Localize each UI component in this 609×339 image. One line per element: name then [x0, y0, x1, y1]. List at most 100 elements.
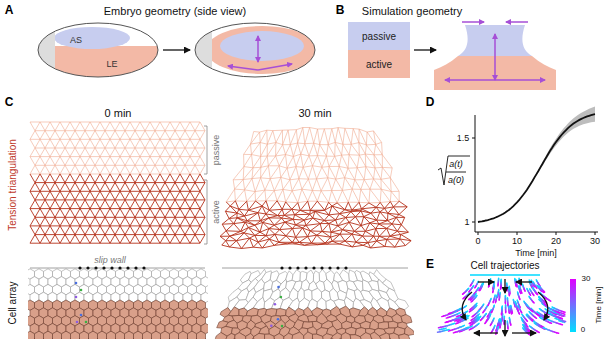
mesh-edge	[85, 191, 90, 200]
mesh-edge	[115, 217, 120, 226]
mesh-edge	[115, 217, 125, 218]
trajectory	[507, 321, 509, 323]
mesh-edge	[50, 200, 55, 209]
trajectory	[511, 312, 513, 314]
mesh-edge	[75, 199, 85, 200]
mesh-edge	[247, 201, 256, 202]
mesh-edge	[130, 208, 140, 209]
mesh-edge	[55, 235, 60, 244]
mesh-edge	[298, 189, 302, 203]
mesh-edge	[55, 148, 65, 149]
mesh-edge	[185, 165, 190, 174]
mesh-edge	[369, 202, 380, 203]
mesh-edge	[337, 190, 342, 203]
mesh-edge	[95, 174, 100, 183]
wall-dot	[336, 266, 339, 269]
mesh-edge	[120, 191, 130, 192]
mesh-edge	[195, 183, 200, 192]
mesh-edge	[95, 199, 105, 200]
slip-wall	[30, 268, 205, 269]
mesh-edge	[255, 192, 256, 201]
mesh-edge	[105, 199, 115, 200]
mesh-edge	[105, 122, 110, 131]
mesh-edge	[95, 182, 105, 183]
mesh-edge	[75, 174, 80, 183]
mesh-edge	[150, 174, 155, 183]
mesh-edge	[155, 226, 160, 235]
wall-dot	[102, 266, 105, 269]
mesh-edge	[296, 154, 301, 167]
mesh-edge	[286, 155, 294, 157]
mesh-edge	[35, 130, 45, 131]
mesh-edge	[374, 236, 377, 241]
mesh-edge	[45, 191, 50, 200]
mesh-edge	[322, 224, 329, 232]
mesh-edge	[343, 144, 349, 154]
mesh-edge	[195, 148, 205, 149]
mesh-edge	[60, 191, 70, 192]
mesh-edge	[160, 165, 165, 174]
mesh-edge	[326, 156, 329, 166]
mesh-edge	[150, 225, 160, 226]
mesh-edge	[165, 200, 170, 209]
mesh-edge	[388, 221, 393, 224]
mesh-edge	[252, 155, 261, 157]
mesh-edge	[95, 234, 105, 235]
mesh-edge	[115, 131, 120, 140]
mesh-edge	[65, 148, 70, 157]
mesh-edge	[190, 217, 195, 226]
mesh-edge	[165, 157, 170, 166]
mesh-edge	[395, 246, 406, 248]
mesh-edge	[160, 191, 170, 192]
mesh-edge	[160, 209, 165, 218]
mesh-edge	[195, 182, 205, 183]
mesh-edge	[363, 236, 369, 243]
mesh-edge	[329, 224, 338, 226]
mesh-edge	[80, 139, 85, 148]
mesh-edge	[90, 139, 100, 140]
mesh-edge	[352, 180, 355, 189]
mesh-edge	[296, 228, 303, 237]
mesh-edge	[335, 128, 338, 143]
mesh-edge	[165, 191, 170, 200]
mesh-edge	[286, 229, 293, 236]
mesh-edge	[390, 168, 392, 178]
mesh-edge	[279, 155, 285, 166]
mesh-edge	[317, 231, 322, 235]
mesh-edge	[80, 217, 85, 226]
mesh-edge	[65, 157, 70, 166]
mesh-edge	[145, 165, 150, 174]
mesh-edge	[250, 238, 254, 247]
wall-dot	[142, 266, 145, 269]
mesh-edge	[298, 143, 301, 154]
trajectory	[484, 313, 486, 315]
mesh-edge	[85, 148, 95, 149]
mesh-edge	[329, 214, 340, 215]
mesh-edge	[105, 235, 110, 244]
wall-dot	[328, 266, 331, 269]
mesh-edge	[55, 148, 60, 157]
mesh-edge	[85, 139, 90, 148]
mesh-edge	[145, 148, 155, 149]
mesh-edge	[286, 236, 292, 243]
mesh-edge	[185, 131, 190, 140]
mesh-edge	[170, 225, 180, 226]
mesh-edge	[361, 207, 376, 209]
mesh-edge	[400, 239, 406, 246]
mesh-edge	[190, 157, 195, 166]
mesh-edge	[299, 237, 307, 243]
mesh-edge	[160, 243, 170, 244]
mesh-edge	[387, 213, 388, 220]
mesh-edge	[244, 154, 252, 155]
mesh-edge	[339, 166, 348, 168]
mesh-edge	[243, 154, 244, 166]
mesh-edge	[286, 155, 288, 169]
mesh-edge	[292, 179, 299, 191]
mesh-edge	[30, 209, 35, 218]
mesh-edge	[180, 122, 185, 131]
cell	[170, 331, 179, 339]
mesh-edge	[190, 191, 200, 192]
mesh-edge	[270, 166, 279, 179]
mesh-edge	[263, 218, 269, 223]
mesh-edge	[190, 209, 195, 218]
